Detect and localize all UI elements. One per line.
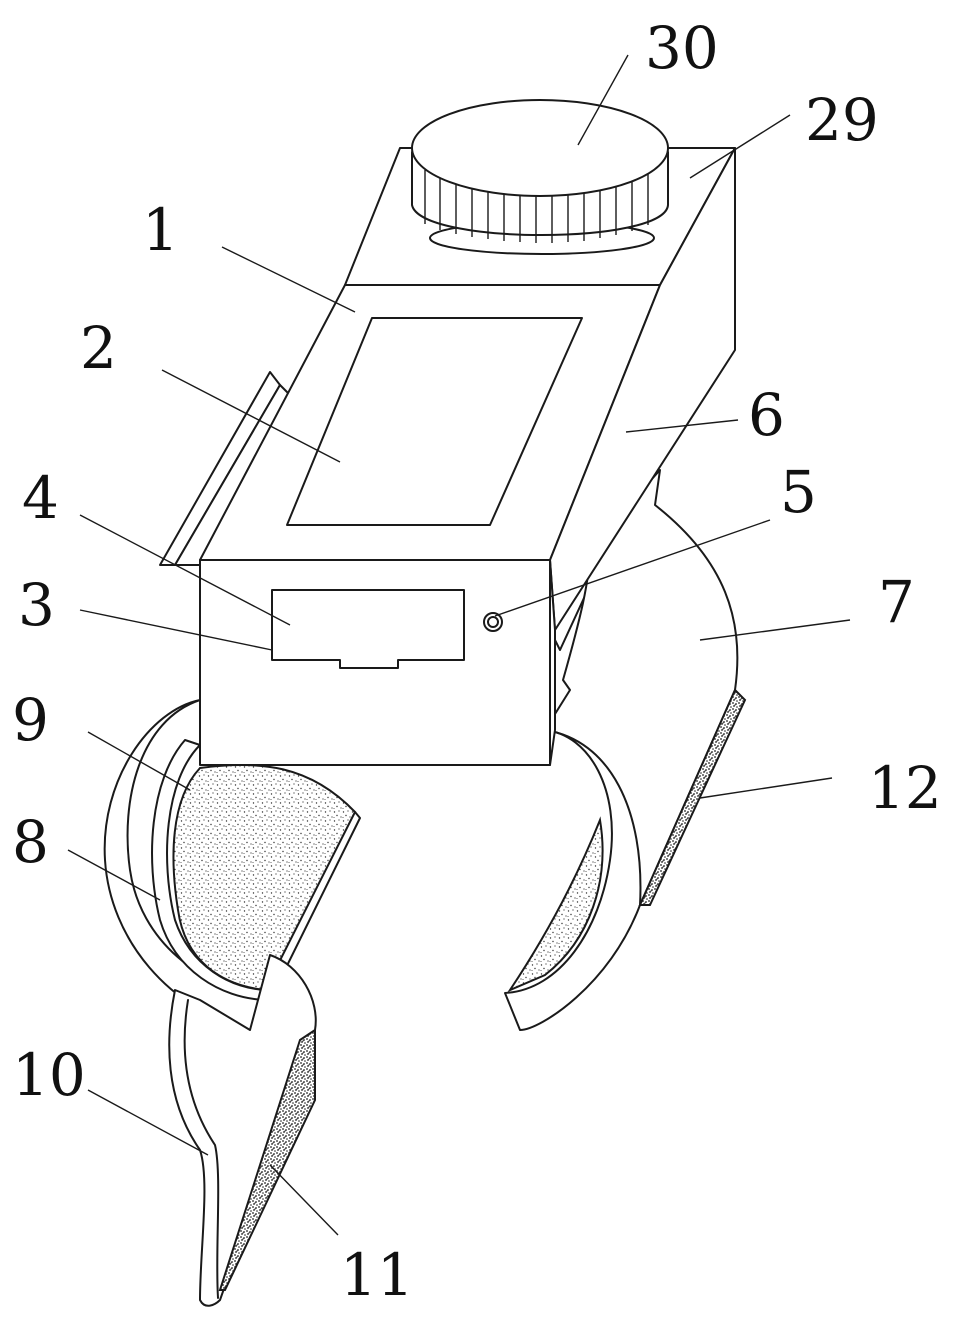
leader-1 [221, 246, 356, 313]
leader-lines [67, 54, 851, 1236]
leader-10 [87, 1089, 209, 1156]
knob-knurling [424, 170, 649, 243]
right-jaw [504, 469, 747, 1031]
label-10: 10 [12, 1041, 86, 1109]
leader-4 [79, 514, 291, 626]
finger [168, 954, 317, 1307]
leader-29 [689, 114, 791, 179]
adjustment-knob [411, 99, 669, 255]
leader-5 [494, 519, 771, 617]
label-1: 1 [142, 196, 179, 264]
housing-right-face [549, 147, 736, 631]
left-rail [159, 371, 291, 566]
leader-11 [269, 1164, 339, 1236]
leader-6 [625, 419, 739, 433]
label-6: 6 [748, 381, 785, 449]
label-30: 30 [645, 14, 719, 82]
leader-8 [67, 849, 161, 901]
label-3: 3 [18, 571, 55, 639]
reference-labels: 30 29 1 2 6 4 5 3 7 9 12 8 10 11 [12, 14, 942, 1309]
control-panel [271, 589, 465, 669]
label-8: 8 [12, 808, 49, 876]
label-12: 12 [868, 754, 942, 822]
label-7: 7 [878, 568, 915, 636]
leader-3 [79, 609, 273, 651]
label-5: 5 [780, 458, 817, 526]
display-screen [286, 317, 583, 526]
label-29: 29 [805, 86, 879, 154]
label-9: 9 [12, 686, 49, 754]
housing-edge [549, 559, 556, 766]
leader-9 [87, 731, 191, 791]
leader-7 [699, 619, 851, 641]
leader-30 [577, 54, 629, 146]
leader-12 [699, 777, 833, 799]
indicator-light [483, 612, 503, 632]
label-11: 11 [340, 1241, 414, 1309]
label-4: 4 [22, 464, 59, 532]
leader-2 [161, 369, 341, 463]
label-2: 2 [80, 314, 117, 382]
